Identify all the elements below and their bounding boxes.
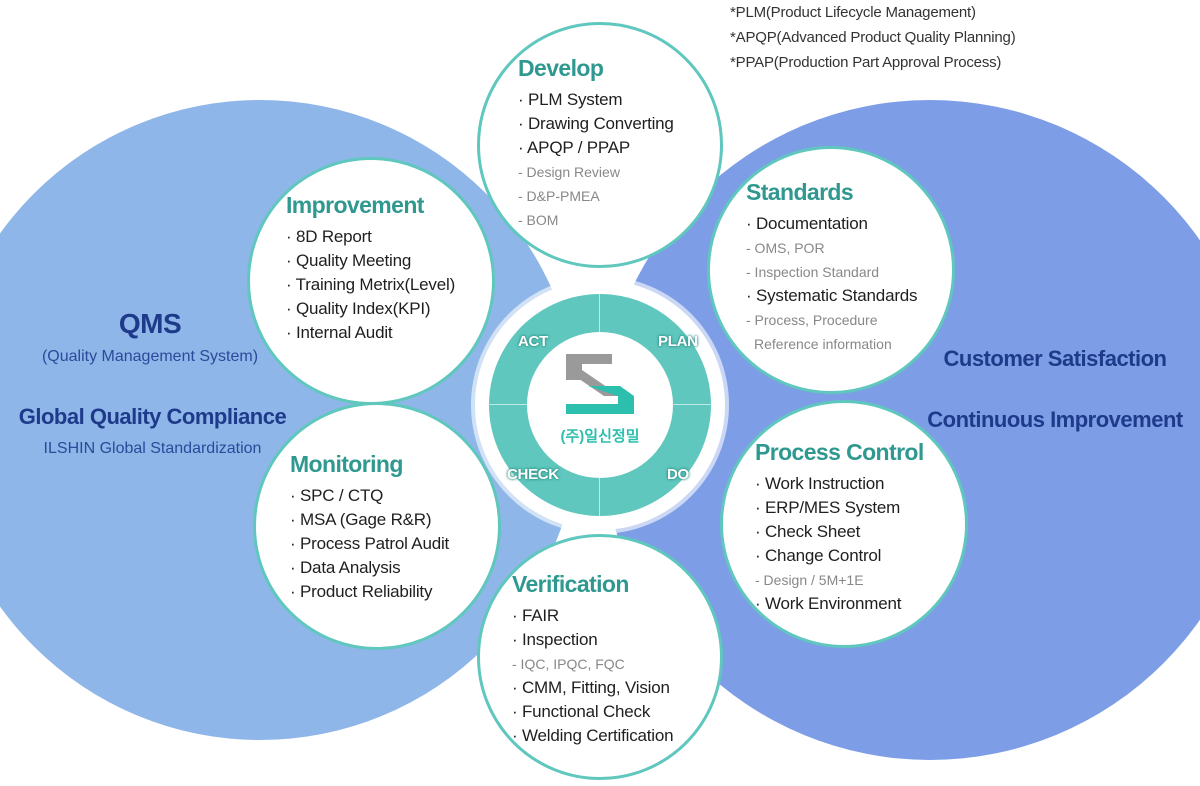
note-ppap: *PPAP(Production Part Approval Process)	[730, 54, 1002, 71]
develop-subitem: - BOM	[518, 212, 559, 228]
process-control-item: · Change Control	[755, 546, 882, 565]
improvement-content: Improvement · 8D Report · Quality Meetin…	[286, 192, 455, 345]
verification-item: · CMM, Fitting, Vision	[512, 678, 670, 697]
improvement-item: · 8D Report	[286, 227, 372, 246]
standards-subitem: - OMS, POR	[746, 240, 825, 256]
verification-title: Verification	[512, 571, 629, 597]
continuous-improvement: Continuous Improvement	[927, 407, 1183, 432]
process-control-content: Process Control · Work Instruction · ERP…	[755, 439, 924, 616]
monitoring-item: · SPC / CTQ	[290, 486, 384, 505]
process-control-circle: Process Control · Work Instruction · ERP…	[720, 400, 968, 648]
verification-item: · Inspection	[512, 630, 598, 649]
monitoring-item: · MSA (Gage R&R)	[290, 510, 432, 529]
develop-subitem: - Design Review	[518, 164, 620, 180]
company-name: (주)일신정밀	[560, 428, 640, 445]
standards-circle: Standards · Documentation - OMS, POR - I…	[707, 146, 955, 394]
verification-content: Verification · FAIR · Inspection - IQC, …	[512, 571, 674, 748]
process-control-item: · ERP/MES System	[755, 498, 901, 517]
monitoring-content: Monitoring · SPC / CTQ · MSA (Gage R&R) …	[290, 451, 449, 604]
improvement-circle: Improvement · 8D Report · Quality Meetin…	[247, 157, 495, 405]
improvement-item: · Quality Index(KPI)	[286, 299, 431, 318]
process-control-item: · Work Environment	[755, 594, 902, 613]
pdca-plan-label: PLAN	[658, 333, 698, 350]
verification-item: · Functional Check	[512, 702, 651, 721]
process-control-item: · Check Sheet	[755, 522, 861, 541]
monitoring-item: · Process Patrol Audit	[290, 534, 450, 553]
pdca-do-label: DO	[667, 466, 689, 483]
process-control-title: Process Control	[755, 439, 924, 465]
develop-item: · PLM System	[518, 90, 623, 109]
monitoring-item: · Data Analysis	[290, 558, 401, 577]
develop-subitem: - D&P-PMEA	[518, 188, 600, 204]
process-control-subitem: - Design / 5M+1E	[755, 572, 864, 588]
standards-item: · Documentation	[746, 214, 868, 233]
standards-content: Standards · Documentation - OMS, POR - I…	[746, 179, 918, 356]
monitoring-title: Monitoring	[290, 451, 403, 477]
note-apqp: *APQP(Advanced Product Quality Planning)	[730, 29, 1016, 46]
standards-subitem: - Process, Procedure	[746, 312, 878, 328]
improvement-item: · Quality Meeting	[286, 251, 412, 270]
verification-circle: Verification · FAIR · Inspection - IQC, …	[477, 534, 723, 780]
customer-satisfaction: Customer Satisfaction	[943, 346, 1168, 371]
improvement-item: · Training Metrix(Level)	[286, 275, 456, 294]
develop-item: · APQP / PPAP	[518, 138, 631, 157]
develop-circle: Develop · PLM System · Drawing Convertin…	[477, 22, 723, 268]
verification-subitem: - IQC, IPQC, FQC	[512, 656, 625, 672]
improvement-title: Improvement	[286, 192, 424, 218]
develop-title: Develop	[518, 55, 604, 81]
qms-subtitle: (Quality Management System)	[41, 348, 259, 365]
develop-item: · Drawing Converting	[518, 114, 674, 133]
verification-item: · Welding Certification	[512, 726, 674, 745]
develop-content: Develop · PLM System · Drawing Convertin…	[518, 55, 674, 232]
monitoring-item: · Product Reliability	[290, 582, 433, 601]
pdca-check-label: CHECK	[507, 466, 559, 483]
company-logo-icon	[566, 354, 634, 414]
standards-subitem: Reference information	[754, 336, 892, 352]
monitoring-circle: Monitoring · SPC / CTQ · MSA (Gage R&R) …	[253, 402, 501, 650]
pdca-act-label: ACT	[518, 333, 548, 350]
improvement-item: · Internal Audit	[286, 323, 393, 342]
verification-item: · FAIR	[512, 606, 559, 625]
global-quality-compliance: Global Quality Compliance	[18, 404, 287, 429]
process-control-item: · Work Instruction	[755, 474, 885, 493]
ilshin-global-standardization: ILSHIN Global Standardization	[43, 440, 262, 457]
standards-item: · Systematic Standards	[746, 286, 918, 305]
note-plm: *PLM(Product Lifecycle Management)	[730, 4, 976, 21]
standards-subitem: - Inspection Standard	[746, 264, 880, 280]
qms-title: QMS	[118, 308, 182, 339]
standards-title: Standards	[746, 179, 854, 205]
